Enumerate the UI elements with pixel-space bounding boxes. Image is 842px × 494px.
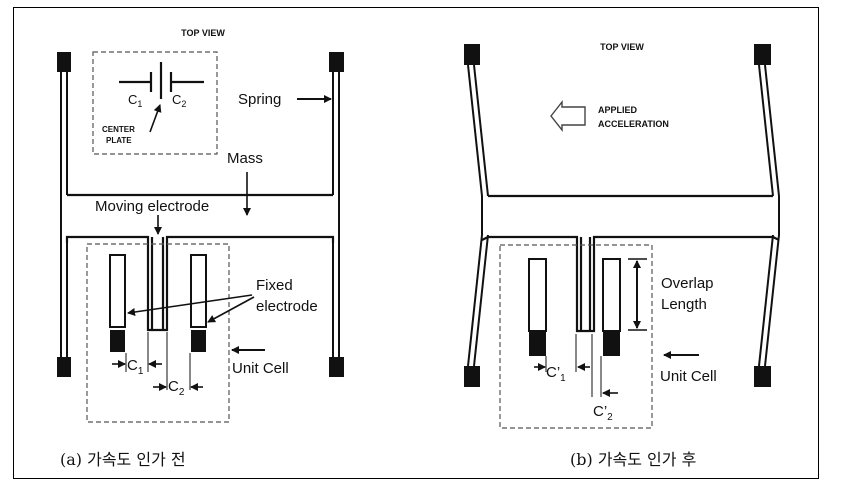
spring-left xyxy=(60,72,68,357)
center-plate-label-1: CENTER xyxy=(102,125,135,134)
fixed-electrode-left xyxy=(528,258,547,332)
anchor-top-right xyxy=(754,44,771,65)
anchor-top-left xyxy=(57,52,71,72)
fixed-electrode-right xyxy=(190,254,207,328)
cap-c1-label: C1 xyxy=(128,92,142,109)
gap-c2-label: C2 xyxy=(168,378,185,398)
capacitor-inset-box xyxy=(92,51,218,155)
anchor-bottom-left xyxy=(464,366,480,387)
fixed-electrode-right-base xyxy=(603,331,620,356)
overlap-length-marker xyxy=(628,258,647,331)
fixed-electrode-arrow-left xyxy=(127,294,253,316)
spring-left xyxy=(467,64,489,367)
anchor-top-right xyxy=(329,52,344,72)
gap-c1-label: C1 xyxy=(127,357,144,377)
applied-acceleration-arrow-icon xyxy=(550,99,586,133)
fixed-electrode-left-base xyxy=(110,330,125,352)
caption-b: (b) 가속도 인가 후 xyxy=(570,450,696,469)
moving-electrode-label: Moving electrode xyxy=(95,198,209,215)
center-plate-arrow xyxy=(149,104,162,133)
gap-c1-marker xyxy=(545,334,602,397)
center-plate-label-2: PLATE xyxy=(106,136,132,145)
fixed-electrode-arrow-right xyxy=(207,296,255,323)
panel-a-title: TOP VIEW xyxy=(181,28,225,38)
cap-c2-label: C2 xyxy=(172,92,186,109)
fixed-electrode-right-base xyxy=(191,330,206,352)
caption-a: (a) 가속도 인가 전 xyxy=(60,450,186,469)
capacitor-symbol xyxy=(119,62,204,99)
panel-b: TOP VIEW APPLIED ACCELERATION xyxy=(464,42,780,469)
panel-b-title: TOP VIEW xyxy=(600,42,644,52)
overlap-length-label-2: Length xyxy=(661,296,707,313)
anchor-top-left xyxy=(464,44,480,65)
fixed-electrode-right xyxy=(602,258,621,332)
anchor-bottom-right xyxy=(754,366,771,387)
proof-mass xyxy=(65,193,335,332)
mass-label: Mass xyxy=(227,150,263,167)
unit-cell-box xyxy=(86,243,230,423)
applied-acceleration-label-1: APPLIED xyxy=(598,105,638,115)
anchor-bottom-right xyxy=(329,357,344,377)
unit-cell-box xyxy=(499,244,653,429)
figure-frame xyxy=(13,7,819,479)
unit-cell-label: Unit Cell xyxy=(660,368,717,385)
fixed-electrode-label-1: Fixed xyxy=(256,277,293,294)
fixed-electrode-left-base xyxy=(529,331,546,356)
spring-right xyxy=(332,72,340,357)
unit-cell-label: Unit Cell xyxy=(232,360,289,377)
fixed-electrode-label-2: electrode xyxy=(256,298,318,315)
gap-c1-label: C’1 xyxy=(546,364,566,384)
panel-a: TOP VIEW xyxy=(57,28,344,469)
spring-right xyxy=(758,64,780,367)
fixed-electrode-left xyxy=(109,254,126,328)
proof-mass xyxy=(481,194,780,333)
overlap-length-label-1: Overlap xyxy=(661,275,714,292)
spring-label: Spring xyxy=(238,91,281,108)
applied-acceleration-label-2: ACCELERATION xyxy=(598,119,669,129)
gap-c2-label: C’2 xyxy=(593,403,613,423)
anchor-bottom-left xyxy=(57,357,71,377)
